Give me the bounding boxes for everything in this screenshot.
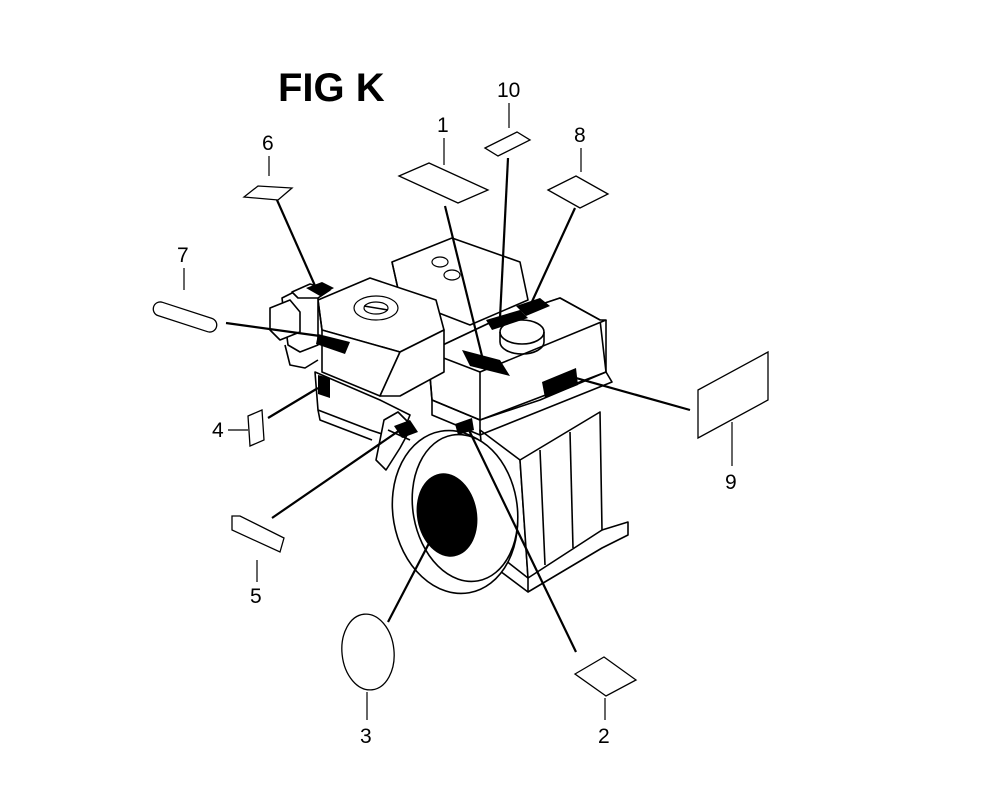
decal-area-9 xyxy=(542,368,578,398)
leader-lines xyxy=(225,157,691,653)
decal-area-4 xyxy=(318,375,330,398)
callout-5: 5 xyxy=(250,585,262,608)
callout-8: 8 xyxy=(574,124,586,147)
figure-title: FIG K xyxy=(278,66,385,110)
callout-7: 7 xyxy=(177,244,189,267)
callout-4: 4 xyxy=(212,419,224,442)
decal-area-6 xyxy=(306,282,334,296)
decal-5-shape xyxy=(231,515,285,553)
callout-3: 3 xyxy=(360,725,372,748)
engine-illustration xyxy=(269,237,629,595)
decal-8-shape xyxy=(546,175,610,209)
decal-10-shape xyxy=(483,131,532,157)
decal-area-5 xyxy=(394,420,418,438)
callout-9: 9 xyxy=(725,471,737,494)
decal-area-10 xyxy=(486,310,528,330)
loose-decals xyxy=(152,131,769,697)
decal-2-shape xyxy=(573,656,638,697)
callout-1: 1 xyxy=(437,114,449,137)
decal-7-shape xyxy=(152,301,218,333)
decal-area-8 xyxy=(516,298,550,316)
decal-1-shape xyxy=(397,162,490,204)
decal-3-shape xyxy=(341,613,395,691)
callout-10: 10 xyxy=(497,79,520,102)
decal-4-shape xyxy=(247,409,265,447)
callout-numbers: 6 7 4 5 3 2 9 1 10 8 xyxy=(177,79,737,748)
decal-9-shape xyxy=(697,350,769,440)
decal-6-shape xyxy=(242,185,294,201)
callout-6: 6 xyxy=(262,132,274,155)
decal-area-7 xyxy=(316,334,350,354)
decal-area-1 xyxy=(462,350,510,376)
callout-2: 2 xyxy=(598,725,610,748)
